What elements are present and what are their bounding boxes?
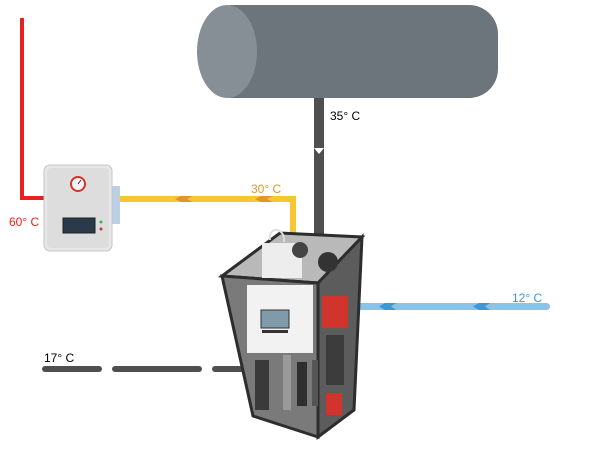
heat-pump-unit (217, 229, 366, 440)
tank-pipe (314, 98, 324, 248)
warm-line-temp-label: 30° C (251, 182, 282, 196)
warm-water-line (112, 196, 296, 236)
cold-water-line (345, 303, 550, 310)
storage-tank (197, 5, 498, 98)
wall-controller (43, 164, 120, 252)
cold-in-temp-label: 12° C (512, 291, 543, 305)
return-line (42, 366, 252, 372)
return-temp-label: 17° C (44, 351, 75, 365)
hot-water-line (20, 18, 50, 200)
tank-temp-label: 35° C (330, 109, 361, 123)
hot-out-temp-label: 60° C (9, 215, 40, 229)
